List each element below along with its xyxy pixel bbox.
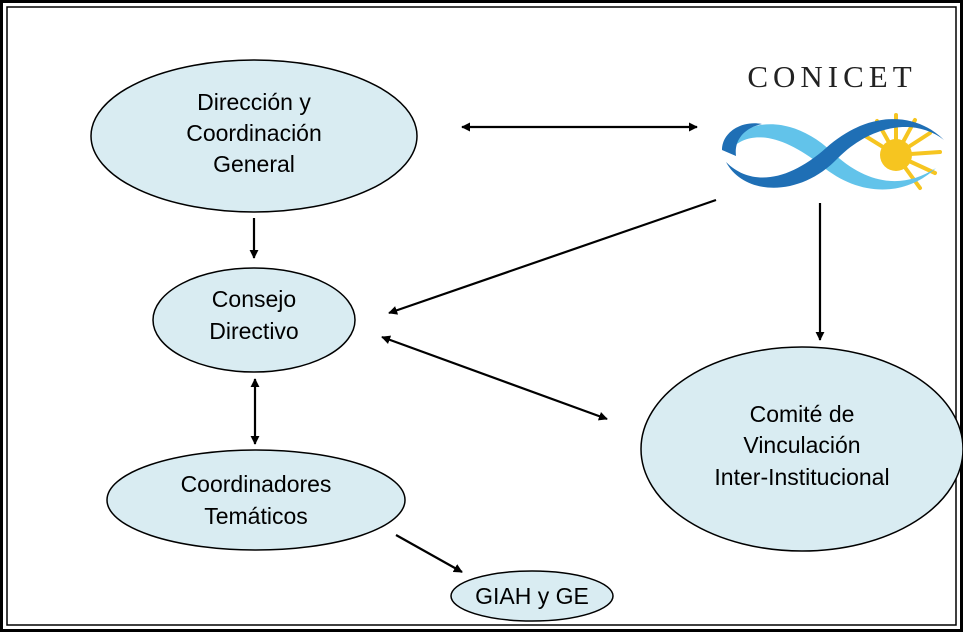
node-direccion-label-line-3: General (213, 151, 295, 177)
node-coordinadores-shape (106, 449, 406, 551)
node-direccion-label-line-1: Dirección y (197, 89, 311, 115)
node-coordinadores-label-line-2: Temáticos (204, 503, 308, 529)
edge-layer (249, 122, 825, 573)
conicet-logo-text: CONICET (747, 59, 916, 94)
node-giah-label-line-1: GIAH y GE (475, 583, 589, 609)
node-consejo-label-line-1: Consejo (212, 286, 296, 312)
node-direccion-shape (90, 59, 418, 213)
node-coordinadores-label-line-1: Coordinadores (181, 471, 332, 497)
node-consejo: Consejo Directivo (152, 267, 356, 373)
sun-core-icon (880, 139, 912, 171)
ribbon-dark-icon (726, 119, 944, 188)
node-direccion-label-line-2: Coordinación (186, 120, 322, 146)
node-comite-label-line-1: Comité de (750, 401, 855, 427)
edge-conicet-consejo (388, 198, 717, 315)
node-comite-shape (640, 346, 963, 552)
node-comite-label-line-2: Vinculación (743, 432, 860, 458)
argentine-ribbon-sun-icon (722, 113, 944, 190)
ribbon-tail-icon (722, 123, 762, 156)
node-direccion: Dirección y Coordinación General (90, 59, 418, 213)
node-comite-label-line-3: Inter-Institucional (714, 464, 889, 490)
node-coordinadores: Coordinadores Temáticos (106, 449, 406, 551)
edge-coordinadores-giah (395, 534, 463, 573)
inner-frame (6, 6, 957, 626)
node-giah-shape (450, 570, 614, 622)
node-consejo-label-line-2: Directivo (209, 318, 298, 344)
node-consejo-shape (152, 267, 356, 373)
node-comite: Comité de Vinculación Inter-Instituciona… (640, 346, 963, 552)
node-giah: GIAH y GE (450, 570, 614, 622)
edge-consejo-comite (381, 335, 608, 421)
conicet-logo: CONICET (722, 59, 944, 190)
